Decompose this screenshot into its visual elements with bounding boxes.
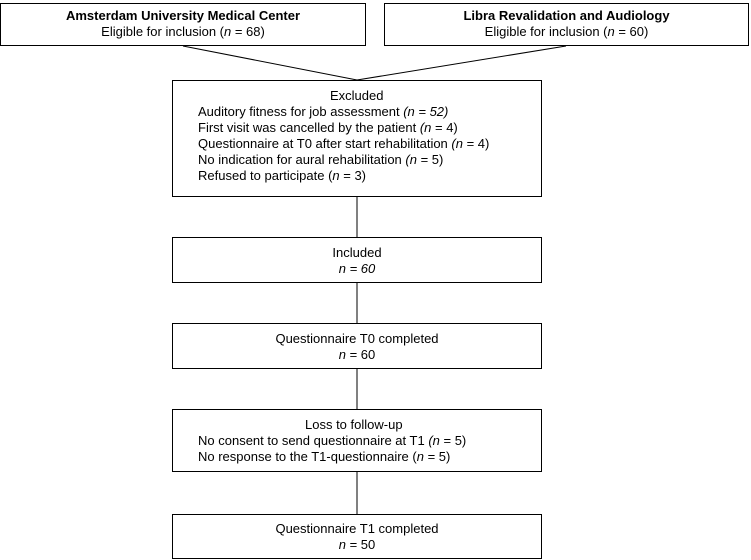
loss-item: No consent to send questionnaire at T1 (…	[198, 433, 467, 448]
excluded-box: Excluded Auditory fitness for job assess…	[172, 80, 542, 197]
included-n: n = 60	[338, 261, 376, 276]
included-title: Included	[332, 245, 382, 260]
site-box-amc: Amsterdam University Medical Center Elig…	[0, 3, 366, 46]
excluded-item: Questionnaire at T0 after start rehabili…	[198, 136, 490, 151]
excluded-item: Auditory fitness for job assessment (n =…	[198, 104, 449, 119]
t0-box: Questionnaire T0 completed n = 60	[172, 323, 542, 369]
connector-libra	[356, 45, 567, 81]
t1-n: n = 50	[338, 537, 376, 552]
loss-item: No response to the T1-questionnaire (n =…	[198, 449, 451, 464]
loss-title: Loss to follow-up	[305, 417, 403, 432]
t1-box: Questionnaire T1 completed n = 50	[172, 514, 542, 559]
t1-title: Questionnaire T1 completed	[275, 521, 439, 536]
site-eligible: Eligible for inclusion (n = 68)	[101, 24, 265, 39]
t0-title: Questionnaire T0 completed	[275, 331, 439, 346]
site-eligible: Eligible for inclusion (n = 60)	[484, 24, 649, 39]
excluded-item: No indication for aural rehabilitation (…	[198, 152, 444, 167]
site-name: Amsterdam University Medical Center	[65, 8, 301, 23]
loss-box: Loss to follow-up No consent to send que…	[172, 409, 542, 472]
connector-amc	[182, 45, 358, 81]
included-box: Included n = 60	[172, 237, 542, 283]
t0-n: n = 60	[338, 347, 376, 362]
site-box-libra: Libra Revalidation and Audiology Eligibl…	[384, 3, 749, 46]
site-name: Libra Revalidation and Audiology	[463, 8, 670, 23]
excluded-item: First visit was cancelled by the patient…	[198, 120, 458, 135]
excluded-item: Refused to participate (n = 3)	[198, 168, 367, 183]
excluded-title: Excluded	[330, 88, 384, 103]
